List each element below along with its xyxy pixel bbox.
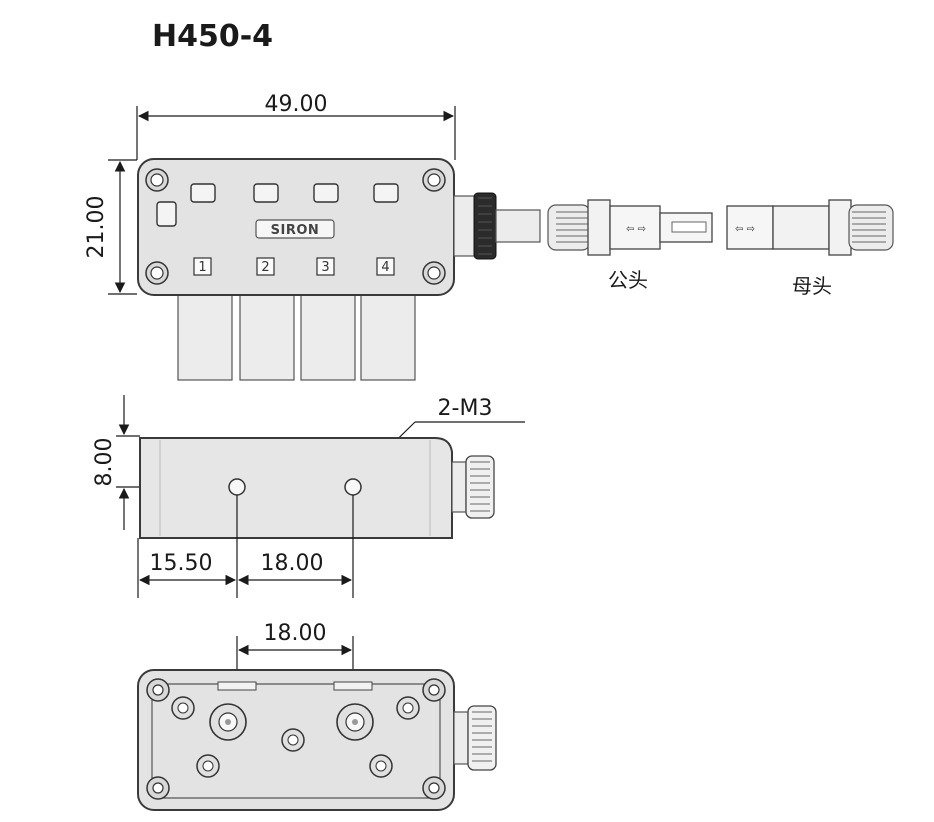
corner-screw-icon	[422, 776, 446, 800]
cable-2	[239, 293, 295, 381]
corner-screw-icon	[422, 678, 446, 702]
port-number-box	[256, 257, 275, 276]
product-title: H450-4	[152, 19, 273, 54]
bottom-slot-right	[333, 681, 373, 691]
hub-connector-nut	[473, 192, 497, 260]
cable-4	[360, 293, 416, 381]
corner-screw-icon	[422, 261, 446, 285]
bottom-connector-nut	[467, 705, 497, 771]
bottom-spacing-dimension-label: 18.00	[264, 621, 327, 646]
boss-icon	[196, 754, 220, 778]
port-number-box	[193, 257, 212, 276]
arrow-icon: ⇦ ⇨	[626, 224, 646, 235]
arrow-icon: ⇦ ⇨	[735, 224, 755, 235]
power-led-window	[156, 201, 177, 227]
height-dimension-label: 21.00	[84, 196, 109, 259]
boss-icon	[209, 703, 247, 741]
brand-logo: SIRON	[271, 223, 320, 238]
port-number-box	[316, 257, 335, 276]
m3-hole-1	[228, 478, 246, 496]
male-connector-label: 公头	[608, 268, 648, 292]
port-number-4: 4	[381, 260, 389, 275]
corner-screw-icon	[145, 261, 169, 285]
port-number-1: 1	[198, 260, 206, 275]
offset-dimension-label: 15.50	[150, 551, 213, 576]
led-window-3	[313, 183, 339, 203]
boss-icon	[171, 696, 195, 720]
boss-icon	[369, 754, 393, 778]
cable-1	[177, 293, 233, 381]
top-view: 49.00 21.00 SIRON 1 2 3	[84, 92, 541, 381]
logo-plate	[255, 219, 335, 239]
bottom-inner-frame	[151, 683, 441, 799]
corner-screw-icon	[146, 678, 170, 702]
female-grip	[848, 204, 894, 251]
corner-screw-icon	[422, 168, 446, 192]
width-dimension-label: 49.00	[265, 92, 328, 117]
spacing-dimension-label: 18.00	[261, 551, 324, 576]
m3-hole-2	[344, 478, 362, 496]
male-connector: ⇦ ⇨ 公头	[547, 199, 713, 292]
side-view: 2-M3 8.00 15.50 18.00	[92, 395, 525, 598]
cable-3	[300, 293, 356, 381]
bottom-connector-housing	[453, 711, 469, 765]
led-window-1	[190, 183, 216, 203]
port-number-box	[376, 257, 395, 276]
side-height-dimension-label: 8.00	[92, 438, 117, 487]
side-connector-housing	[451, 461, 467, 513]
bottom-view: 18.00	[137, 621, 497, 811]
led-window-2	[253, 183, 279, 203]
hub-cable-stub	[495, 209, 541, 243]
bottom-slot-left	[217, 681, 257, 691]
led-window-4	[373, 183, 399, 203]
corner-screw-icon	[146, 776, 170, 800]
corner-screw-icon	[145, 168, 169, 192]
female-connector: ⇦ ⇨ 母头	[726, 199, 894, 298]
port-number-3: 3	[321, 260, 329, 275]
port-number-2: 2	[261, 260, 269, 275]
hole-spec-label: 2-M3	[438, 396, 493, 421]
side-body	[139, 437, 453, 539]
boss-icon	[396, 696, 420, 720]
female-connector-label: 母头	[792, 274, 832, 298]
boss-icon	[281, 728, 305, 752]
boss-icon	[336, 703, 374, 741]
knurl-lines	[478, 197, 492, 255]
side-connector-nut	[465, 455, 495, 519]
